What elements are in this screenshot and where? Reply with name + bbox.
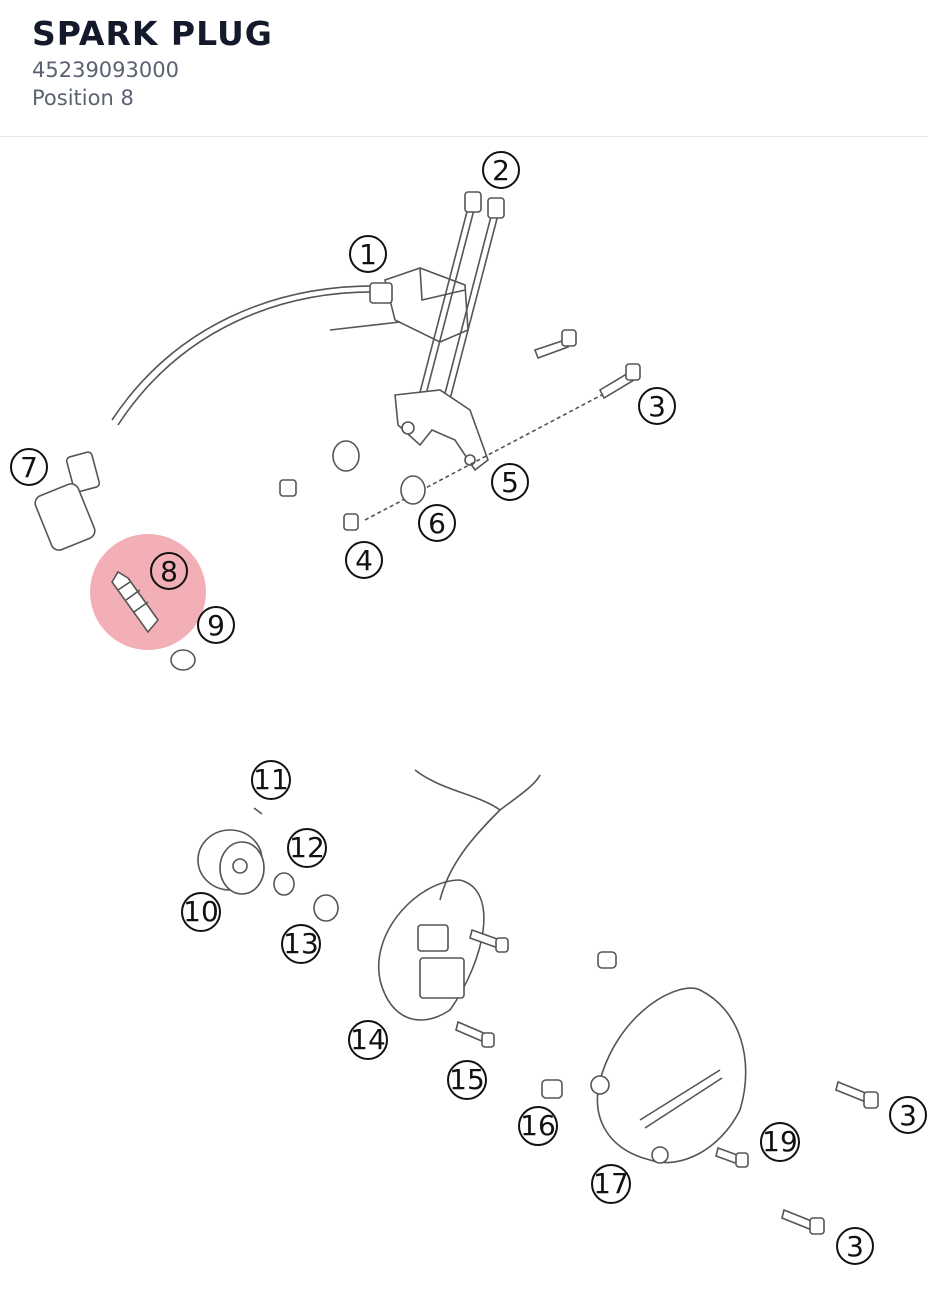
svg-text:5: 5 <box>501 466 519 499</box>
callout-12[interactable]: 12 <box>287 828 327 868</box>
spark-plug-connector[interactable] <box>33 451 101 552</box>
callout-19[interactable]: 19 <box>760 1122 800 1162</box>
svg-text:7: 7 <box>20 451 38 484</box>
svg-text:6: 6 <box>428 507 446 540</box>
svg-text:8: 8 <box>160 555 178 588</box>
part-header: SPARK PLUG 45239093000 Position 8 <box>0 0 928 137</box>
svg-text:2: 2 <box>492 154 510 187</box>
callout-3-lower-a[interactable]: 3 <box>889 1096 927 1134</box>
dowel-sleeves[interactable] <box>541 951 617 1099</box>
rotor[interactable] <box>197 829 265 895</box>
callout-10[interactable]: 10 <box>181 892 221 932</box>
callout-16[interactable]: 16 <box>518 1106 558 1146</box>
washer[interactable] <box>279 479 359 531</box>
svg-text:13: 13 <box>283 927 319 960</box>
rotor-nut[interactable] <box>313 894 339 922</box>
callout-5[interactable]: 5 <box>491 463 529 501</box>
svg-text:1: 1 <box>359 238 377 271</box>
part-position: Position 8 <box>32 86 134 110</box>
woodruff-key[interactable] <box>253 807 263 815</box>
callout-15[interactable]: 15 <box>447 1060 487 1100</box>
svg-text:4: 4 <box>355 544 373 577</box>
callout-3[interactable]: 3 <box>638 387 676 425</box>
ignition-cable <box>117 291 381 426</box>
callout-14[interactable]: 14 <box>348 1020 388 1060</box>
part-number: 45239093000 <box>32 58 179 82</box>
callout-1[interactable]: 1 <box>349 235 387 273</box>
lock-washer[interactable] <box>273 872 295 896</box>
svg-text:12: 12 <box>289 831 325 864</box>
selected-part-highlight[interactable] <box>90 534 206 650</box>
ignition-coil[interactable] <box>329 267 469 343</box>
callout-11[interactable]: 11 <box>251 760 291 800</box>
callout-7[interactable]: 7 <box>10 448 48 486</box>
callout-17[interactable]: 17 <box>591 1164 631 1204</box>
callout-3-lower-b[interactable]: 3 <box>836 1227 874 1265</box>
part-title: SPARK PLUG <box>32 14 273 53</box>
svg-text:10: 10 <box>183 895 219 928</box>
svg-text:3: 3 <box>648 390 666 423</box>
callout-labels: 1 2 3 4 5 6 7 8 9 10 11 12 13 14 15 16 1… <box>10 151 927 1265</box>
svg-text:3: 3 <box>899 1099 917 1132</box>
stator-screws[interactable] <box>455 928 509 1048</box>
spark-plug[interactable] <box>111 570 160 634</box>
svg-text:19: 19 <box>762 1125 798 1158</box>
callout-9[interactable]: 9 <box>197 606 235 644</box>
svg-text:15: 15 <box>449 1063 485 1096</box>
svg-text:16: 16 <box>520 1109 556 1142</box>
coil-bracket[interactable] <box>394 389 489 472</box>
cover-screws[interactable] <box>715 1080 879 1235</box>
stator[interactable] <box>377 769 541 1021</box>
ignition-cover[interactable] <box>590 987 747 1164</box>
callout-8[interactable]: 8 <box>150 552 188 590</box>
exploded-parts-diagram: 1 2 3 4 5 6 7 8 9 10 11 12 13 14 15 16 1… <box>10 151 927 1265</box>
svg-text:11: 11 <box>253 763 289 796</box>
svg-text:9: 9 <box>207 609 225 642</box>
svg-text:17: 17 <box>593 1167 629 1200</box>
callout-4[interactable]: 4 <box>345 541 383 579</box>
bracket-screw[interactable] <box>364 329 641 521</box>
svg-text:14: 14 <box>350 1023 386 1056</box>
svg-text:3: 3 <box>846 1230 864 1263</box>
callout-2[interactable]: 2 <box>482 151 520 189</box>
callout-13[interactable]: 13 <box>281 924 321 964</box>
sealing-ring[interactable] <box>170 649 196 671</box>
coil-bolts[interactable] <box>417 191 505 408</box>
rubber-damper[interactable] <box>332 440 426 505</box>
callout-6[interactable]: 6 <box>418 504 456 542</box>
